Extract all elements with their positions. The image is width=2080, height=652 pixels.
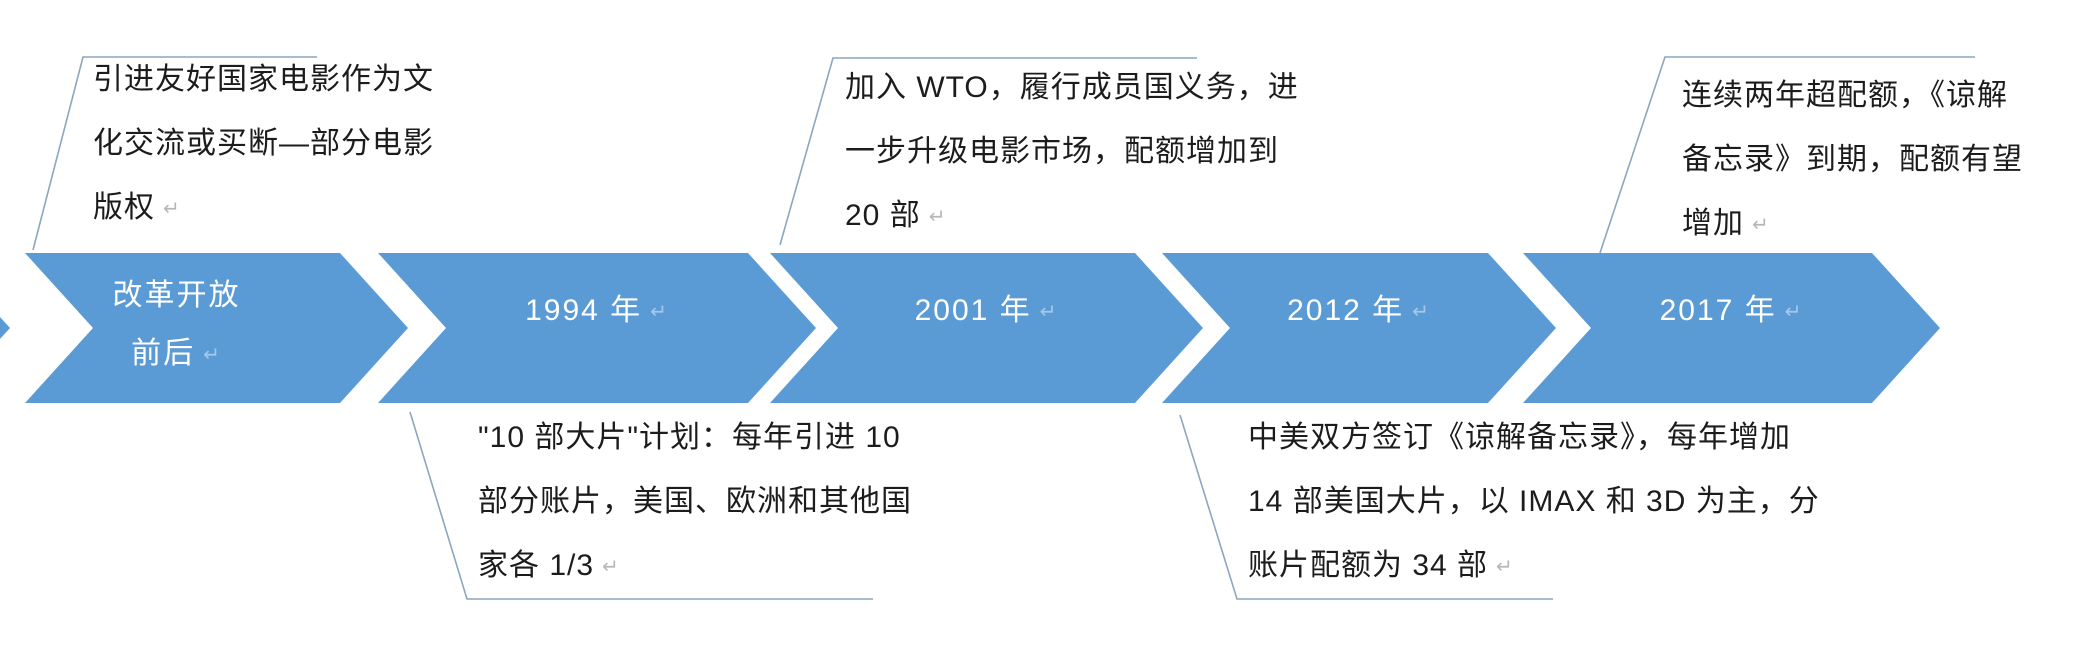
return-mark: ↵ <box>928 206 947 228</box>
annotation-2017: 连续两年超配额，《谅解 备忘录》到期，配额有望 增加↵ <box>1682 64 2023 256</box>
annotation-line: 连续两年超配额，《谅解 <box>1682 79 2008 112</box>
return-mark: ↵ <box>1784 300 1804 323</box>
chevron-label-line: 2001 年↵ <box>914 293 1059 327</box>
annotation-1994: "10 部大片"计划：每年引进 10 部分账片，美国、欧洲和其他国 家各 1/3… <box>478 406 912 598</box>
annotation-line: "10 部大片"计划：每年引进 10 <box>478 421 901 454</box>
return-mark: ↵ <box>163 198 181 220</box>
annotation-line: 一步升级电影市场，配额增加到 <box>845 135 1279 168</box>
return-mark: ↵ <box>1752 214 1770 236</box>
return-mark: ↵ <box>1412 300 1431 323</box>
chevron-label-line: 改革开放 <box>112 278 241 312</box>
annotation-line: 加入 WTO，履行成员国义务，进 <box>845 71 1299 104</box>
chevron-label-2017: 2017 年↵ <box>1523 236 1940 386</box>
chevron-label-line: 前后↵ <box>131 336 222 370</box>
return-mark: ↵ <box>203 343 222 366</box>
return-mark: ↵ <box>602 556 620 578</box>
annotation-line: 版权↵ <box>93 191 181 224</box>
chevron-label-line: 1994 年↵ <box>525 293 669 327</box>
annotation-line: 20 部↵ <box>845 199 947 232</box>
annotation-line: 账片配额为 34 部↵ <box>1248 549 1514 582</box>
annotation-line: 引进友好国家电影作为文 <box>93 63 434 96</box>
chevron-partial-left <box>0 253 10 403</box>
annotation-2001: 加入 WTO，履行成员国义务，进 一步升级电影市场，配额增加到 20 部↵ <box>845 56 1299 248</box>
annotation-line: 备忘录》到期，配额有望 <box>1682 143 2023 176</box>
chevron-reform-era: 改革开放 前后↵ <box>25 253 408 403</box>
chevron-label-line: 2017 年↵ <box>1659 293 1804 327</box>
chevron-2017: 2017 年↵ <box>1523 253 1940 403</box>
chevron-1994: 1994 年↵ <box>378 253 816 403</box>
chevron-2001: 2001 年↵ <box>770 253 1203 403</box>
annotation-line: 中美双方签订《谅解备忘录》，每年增加 <box>1248 421 1791 454</box>
return-mark: ↵ <box>650 300 669 323</box>
annotation-line: 14 部美国大片，以 IMAX 和 3D 为主，分 <box>1248 485 1820 518</box>
return-mark: ↵ <box>1496 556 1514 578</box>
chevron-label-1994: 1994 年↵ <box>378 236 816 386</box>
return-mark: ↵ <box>1039 300 1059 323</box>
annotation-reform-era: 引进友好国家电影作为文 化交流或买断—部分电影 版权↵ <box>93 48 434 240</box>
annotation-line: 增加↵ <box>1682 207 1770 240</box>
annotation-2012: 中美双方签订《谅解备忘录》，每年增加 14 部美国大片，以 IMAX 和 3D … <box>1248 406 1820 598</box>
chevron-label-2012: 2012 年↵ <box>1162 236 1556 386</box>
annotation-line: 化交流或买断—部分电影 <box>93 127 434 160</box>
chevron-2012: 2012 年↵ <box>1162 253 1556 403</box>
chevron-label-reform-era: 改革开放 前后↵ <box>0 250 368 400</box>
chevron-label-2001: 2001 年↵ <box>770 236 1203 386</box>
annotation-line: 家各 1/3↵ <box>478 549 620 582</box>
chevron-label-line: 2012 年↵ <box>1287 293 1431 327</box>
annotation-line: 部分账片，美国、欧洲和其他国 <box>478 485 912 518</box>
